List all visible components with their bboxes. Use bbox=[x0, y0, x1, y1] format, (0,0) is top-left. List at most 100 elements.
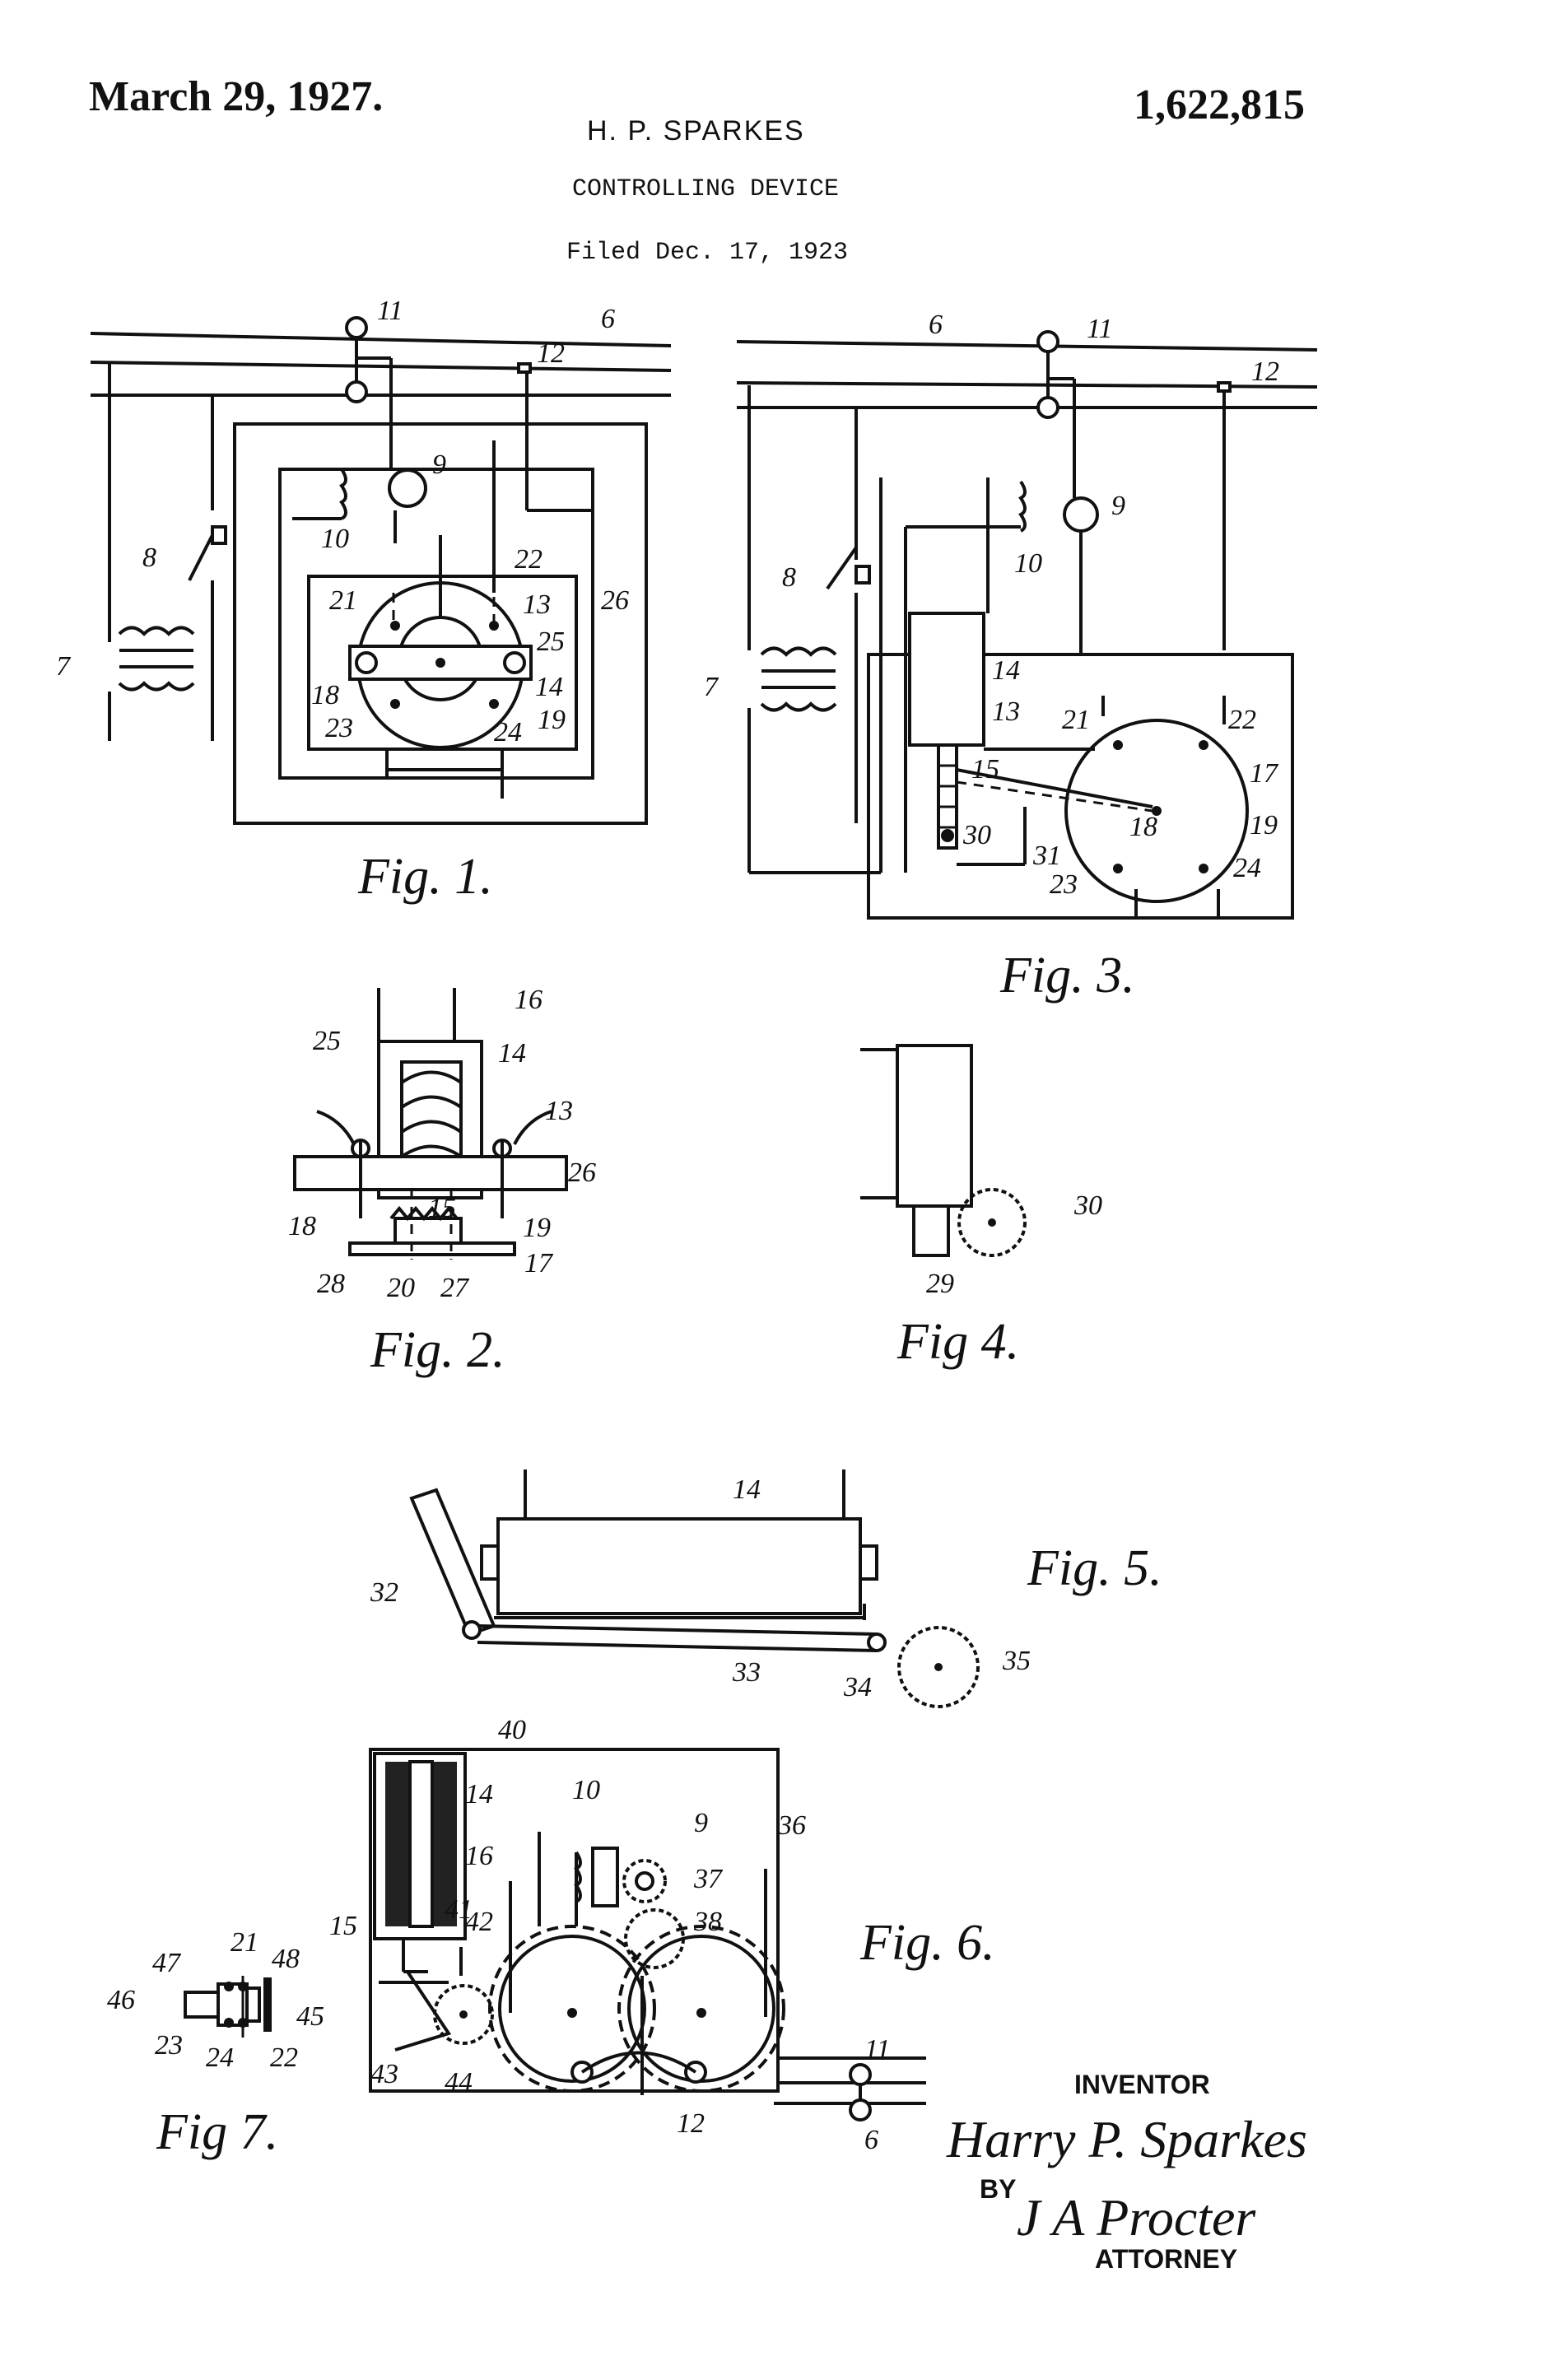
ref-21-fig1: 21 bbox=[329, 585, 357, 616]
ref-10-fig1: 10 bbox=[321, 524, 349, 554]
figure-2-diagram: 16 25 14 13 26 15 18 19 17 28 20 27 Fig.… bbox=[288, 985, 596, 1378]
ref-24-fig3: 24 bbox=[1233, 853, 1261, 883]
ref-23-fig3: 23 bbox=[1050, 869, 1078, 900]
ref-14-fig1: 14 bbox=[535, 672, 563, 702]
inventor-signature: Harry P. Sparkes bbox=[946, 2110, 1307, 2168]
ref-47-fig7: 47 bbox=[152, 1948, 182, 1978]
ref-31-fig3: 31 bbox=[1032, 841, 1061, 871]
ref-34-fig5: 34 bbox=[843, 1672, 872, 1702]
ref-13-fig1: 13 bbox=[523, 589, 551, 620]
ref-20-fig2: 20 bbox=[387, 1273, 415, 1303]
ref-30-fig3: 30 bbox=[962, 820, 991, 850]
ref-26-fig1: 26 bbox=[601, 585, 629, 616]
fig-5-label: Fig. 5. bbox=[1027, 1540, 1162, 1596]
ref-22-fig3: 22 bbox=[1228, 705, 1256, 735]
ref-19-fig1: 19 bbox=[538, 705, 566, 735]
ref-38-fig6: 38 bbox=[693, 1907, 722, 1937]
ref-15-fig3: 15 bbox=[971, 754, 999, 785]
ref-24-fig7: 24 bbox=[206, 2042, 234, 2073]
ref-41-fig6: 41 bbox=[445, 1894, 473, 1925]
inventor-caption: INVENTOR bbox=[1074, 2070, 1210, 2099]
ref-22-fig1: 22 bbox=[515, 544, 543, 575]
ref-14-fig3: 14 bbox=[992, 655, 1020, 686]
ref-12-fig3: 12 bbox=[1251, 356, 1279, 387]
figure-6-diagram: 40 14 16 41 42 15 43 44 10 9 36 37 38 12… bbox=[329, 1715, 995, 2155]
ref-6-fig6: 6 bbox=[864, 2125, 878, 2155]
ref-13-fig3: 13 bbox=[992, 696, 1020, 727]
ref-27-fig2: 27 bbox=[440, 1273, 470, 1303]
ref-12-fig6: 12 bbox=[677, 2108, 705, 2139]
ref-14-fig5: 14 bbox=[733, 1474, 761, 1505]
ref-23-fig1: 23 bbox=[325, 713, 353, 743]
ref-12-fig1: 12 bbox=[537, 338, 565, 369]
ref-40-fig6: 40 bbox=[498, 1715, 526, 1745]
ref-21-fig3: 21 bbox=[1062, 705, 1090, 735]
ref-22-fig7: 22 bbox=[270, 2042, 298, 2073]
ref-13-fig2: 13 bbox=[545, 1096, 573, 1126]
ref-26-fig2: 26 bbox=[568, 1157, 596, 1188]
figure-1-diagram: 11 6 12 9 10 8 7 21 22 13 26 25 14 18 23… bbox=[56, 296, 672, 905]
ref-45-fig7: 45 bbox=[296, 2001, 324, 2032]
fig-2-label: Fig. 2. bbox=[370, 1322, 505, 1378]
ref-17-fig3: 17 bbox=[1250, 758, 1279, 789]
ref-10-fig3: 10 bbox=[1014, 548, 1042, 579]
ref-19-fig2: 19 bbox=[523, 1213, 551, 1243]
ref-19-fig3: 19 bbox=[1250, 810, 1278, 841]
by-caption: BY bbox=[980, 2174, 1016, 2204]
ref-25-fig2: 25 bbox=[313, 1026, 341, 1056]
ref-46-fig7: 46 bbox=[107, 1985, 135, 2015]
ref-33-fig5: 33 bbox=[732, 1657, 761, 1688]
fig-3-label: Fig. 3. bbox=[999, 948, 1135, 1004]
ref-8-fig1: 8 bbox=[142, 543, 156, 573]
inventor-name: H. P. SPARKES bbox=[587, 115, 805, 147]
ref-10-fig6: 10 bbox=[572, 1775, 600, 1805]
ref-6-fig1: 6 bbox=[601, 304, 615, 334]
ref-16-fig2: 16 bbox=[515, 985, 543, 1015]
ref-9-fig1: 9 bbox=[432, 449, 446, 480]
ref-15-fig6: 15 bbox=[329, 1911, 357, 1941]
figure-3-diagram: 11 6 12 9 10 8 7 14 13 15 30 31 21 22 17… bbox=[704, 310, 1318, 1004]
attorney-caption: ATTORNEY bbox=[1095, 2244, 1237, 2274]
ref-29-fig4: 29 bbox=[926, 1269, 954, 1299]
ref-9-fig3: 9 bbox=[1111, 491, 1125, 521]
ref-7-fig3: 7 bbox=[704, 672, 719, 702]
patent-title: CONTROLLING DEVICE bbox=[572, 175, 840, 203]
ref-18-fig3: 18 bbox=[1129, 812, 1157, 842]
fig-6-label: Fig. 6. bbox=[859, 1915, 995, 1971]
ref-11-fig6: 11 bbox=[864, 2034, 890, 2065]
fig-1-label: Fig. 1. bbox=[357, 849, 493, 905]
ref-25-fig1: 25 bbox=[537, 626, 565, 657]
figure-4-diagram: 30 29 Fig 4. bbox=[860, 1044, 1102, 1370]
ref-32-fig5: 32 bbox=[370, 1577, 398, 1608]
figure-5-diagram: 14 32 33 34 35 Fig. 5. bbox=[370, 1469, 1162, 1708]
patent-date: March 29, 1927. bbox=[89, 73, 384, 120]
signature-block: INVENTOR Harry P. Sparkes BY J A Procter… bbox=[946, 2070, 1307, 2274]
attorney-signature: J A Procter bbox=[1017, 2188, 1256, 2247]
ref-14-fig2: 14 bbox=[498, 1038, 526, 1069]
ref-21-fig7: 21 bbox=[231, 1927, 258, 1958]
ref-23-fig7: 23 bbox=[155, 2030, 183, 2061]
ref-36-fig6: 36 bbox=[777, 1810, 806, 1841]
ref-9-fig6: 9 bbox=[694, 1808, 708, 1838]
ref-15-fig2: 15 bbox=[428, 1193, 456, 1223]
fig-4-label: Fig 4. bbox=[896, 1314, 1019, 1370]
figure-7-diagram: 47 21 48 46 45 23 24 22 Fig 7. bbox=[107, 1927, 324, 2160]
ref-44-fig6: 44 bbox=[445, 2067, 473, 2098]
ref-18-fig2: 18 bbox=[288, 1211, 316, 1241]
ref-11-fig1: 11 bbox=[377, 296, 403, 326]
ref-24-fig1: 24 bbox=[494, 717, 522, 748]
ref-16-fig6: 16 bbox=[465, 1841, 493, 1871]
ref-18-fig1: 18 bbox=[311, 680, 339, 710]
ref-30-fig4: 30 bbox=[1073, 1190, 1102, 1221]
ref-8-fig3: 8 bbox=[782, 562, 796, 593]
ref-48-fig7: 48 bbox=[272, 1944, 300, 1974]
ref-37-fig6: 37 bbox=[693, 1864, 724, 1894]
ref-42-fig6: 42 bbox=[465, 1907, 493, 1937]
ref-14-fig6: 14 bbox=[465, 1779, 493, 1809]
ref-6-fig3: 6 bbox=[929, 310, 943, 340]
ref-17-fig2: 17 bbox=[524, 1248, 554, 1278]
ref-7-fig1: 7 bbox=[56, 651, 72, 682]
filing-date: Filed Dec. 17, 1923 bbox=[566, 239, 849, 267]
